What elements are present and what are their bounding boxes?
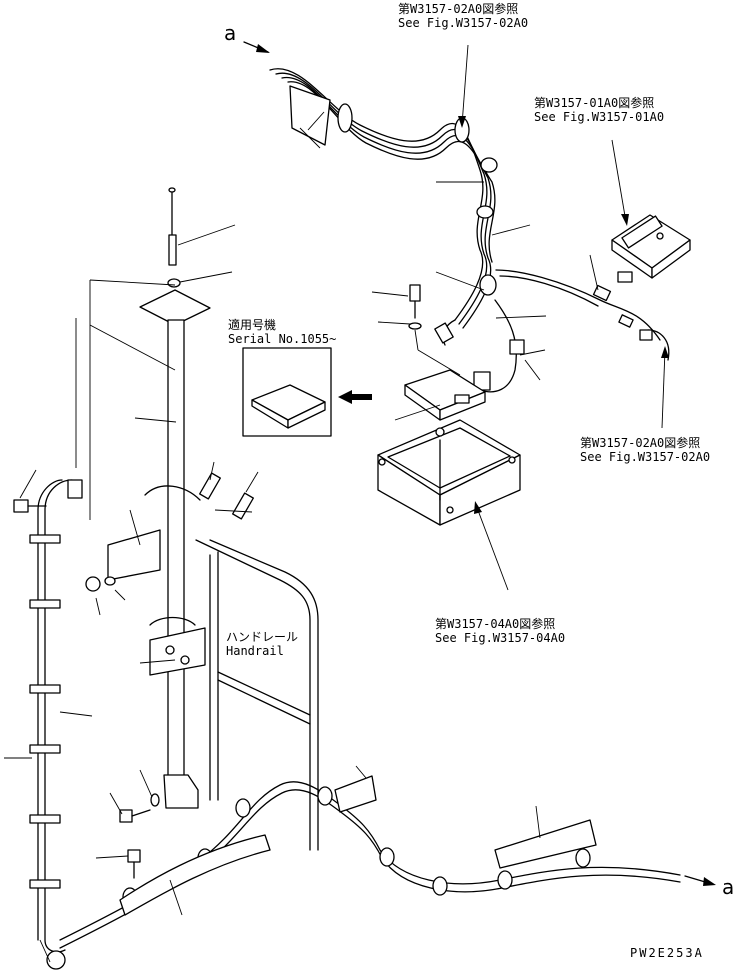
ref-top-en: See Fig.W3157-02A0 (398, 16, 529, 30)
controller-unit (611, 214, 691, 283)
controller-panel (404, 369, 486, 421)
ref-box-jp: 第W3157-04A0図参照 (435, 617, 556, 631)
ref-box-label: 第W3157-04A0図参照 See Fig.W3157-04A0 (435, 617, 565, 645)
arrow-left-serial (338, 390, 372, 404)
bolts-bottom (119, 793, 160, 879)
ref-top-jp: 第W3157-02A0図参照 (398, 2, 519, 16)
handrail-jp: ハンドレール (226, 630, 299, 644)
mount-bracket (85, 472, 254, 676)
ref-box-en: See Fig.W3157-04A0 (435, 631, 566, 645)
bottom-cable (59, 775, 681, 949)
ref-top-label: 第W3157-02A0図参照 See Fig.W3157-02A0 (398, 2, 528, 30)
handrail (195, 539, 319, 851)
ref-ctrl-en: See Fig.W3157-01A0 (534, 110, 665, 124)
serial-inset (242, 347, 332, 437)
serial-en: Serial No.1055~ (228, 332, 337, 346)
mark-a-top: a (224, 21, 237, 45)
bolt-washer-center (408, 284, 422, 330)
arrow-a-top (243, 41, 270, 53)
mark-a-bottom: a (722, 875, 735, 899)
serial-jp: 適用号機 (228, 318, 277, 332)
ref-right-en: See Fig.W3157-02A0 (580, 450, 711, 464)
drawing-code: PW2E253A (630, 946, 704, 960)
ref-ctrl-label: 第W3157-01A0図参照 See Fig.W3157-01A0 (534, 96, 664, 124)
ref-right-label: 第W3157-02A0図参照 See Fig.W3157-02A0 (580, 436, 710, 464)
handrail-label: ハンドレール Handrail (226, 630, 298, 658)
arrow-a-bottom (684, 875, 716, 886)
leader-lines (4, 44, 669, 963)
cable-harness-top (269, 68, 670, 393)
left-cable (13, 479, 83, 970)
ref-right-jp: 第W3157-02A0図参照 (580, 436, 701, 450)
ref-ctrl-jp: 第W3157-01A0図参照 (534, 96, 655, 110)
handrail-en: Handrail (226, 644, 284, 658)
electrical-box (377, 419, 521, 526)
serial-label: 適用号機 Serial No.1055~ (228, 318, 336, 346)
antenna (167, 187, 181, 288)
